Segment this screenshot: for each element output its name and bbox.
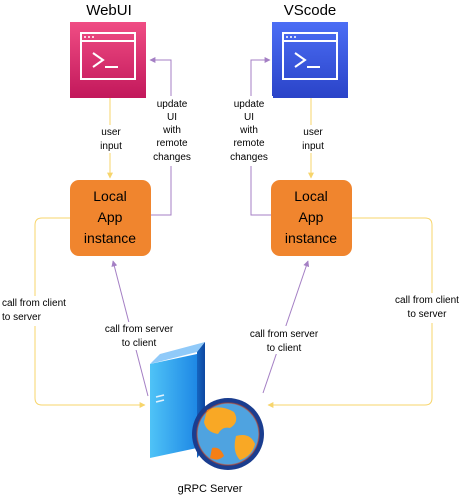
webui-app-line1: Local: [93, 188, 126, 204]
vscode-terminal-icon: [272, 22, 348, 98]
webui-update-label2: UI: [167, 112, 177, 123]
globe-icon: [192, 398, 264, 470]
webui-c2s-label2: to server: [2, 312, 42, 323]
vscode-update-label5: changes: [230, 152, 268, 163]
vscode-s2c-label2: to client: [267, 343, 302, 354]
webui-c2s-label1: call from client: [2, 298, 66, 309]
webui-update-label5: changes: [153, 152, 191, 163]
webui-app-line2: App: [98, 209, 123, 225]
vscode-app-line1: Local: [294, 188, 327, 204]
webui-update-label3: with: [162, 125, 181, 136]
vscode-app-line3: instance: [285, 230, 337, 246]
vscode-app-line2: App: [299, 209, 324, 225]
webui-s2c-label1: call from server: [105, 324, 174, 335]
webui-user-input-label2: input: [100, 141, 122, 152]
vscode-s2c-label1: call from server: [250, 329, 319, 340]
webui-terminal-icon: [70, 22, 146, 98]
vscode-user-input-label2: input: [302, 141, 324, 152]
webui-user-input-label1: user: [101, 127, 121, 138]
vscode-update-label3: with: [239, 125, 258, 136]
vscode-c2s-label1: call from client: [395, 295, 459, 306]
vscode-update-label1: update: [234, 99, 265, 110]
webui-s2c-label2: to client: [122, 338, 157, 349]
vscode-update-label2: UI: [244, 112, 254, 123]
webui-title: WebUI: [86, 2, 132, 19]
webui-update-label4: remote: [156, 138, 188, 149]
webui-update-label1: update: [157, 99, 188, 110]
webui-app-line3: instance: [84, 230, 136, 246]
vscode-update-label4: remote: [233, 138, 265, 149]
vscode-c2s-label2: to server: [408, 309, 448, 320]
vscode-local-app-box: Local App instance: [271, 180, 352, 256]
vscode-title: VScode: [284, 2, 337, 19]
vscode-user-input-label1: user: [303, 127, 323, 138]
webui-local-app-box: Local App instance: [70, 180, 151, 256]
grpc-server-label: gRPC Server: [178, 483, 243, 495]
